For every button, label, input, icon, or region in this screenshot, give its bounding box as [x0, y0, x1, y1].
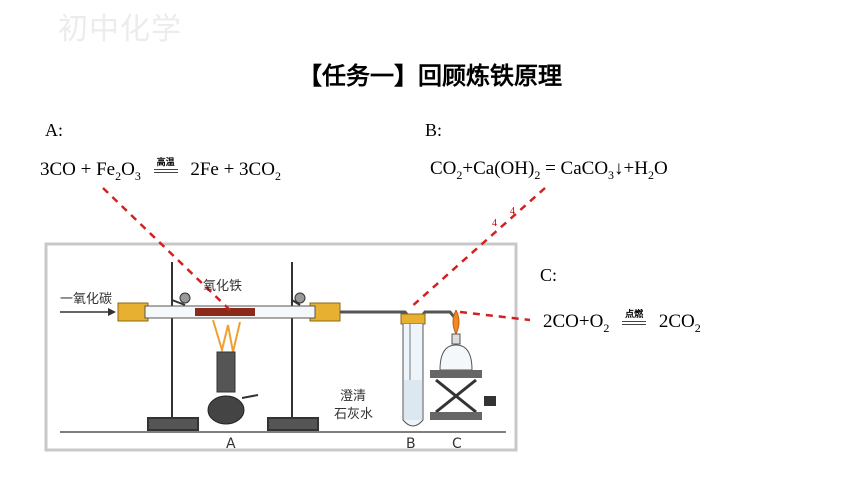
equation-b: CO2+Ca(OH)2 = CaCO3↓+H2O [430, 158, 668, 182]
condition-high-temp: 高温 [153, 158, 178, 173]
iron-oxide-powder [195, 308, 255, 316]
stopper-left [117, 302, 149, 322]
iron-oxide-label: 氧化铁 [203, 279, 242, 294]
page-title: 【任务一】回顾炼铁原理 [298, 62, 562, 90]
letter-a: A [226, 436, 236, 452]
leader-c [459, 310, 531, 322]
stand-middle [267, 262, 319, 431]
label-c: C: [540, 265, 558, 285]
condition-ignite: 点燃 [622, 310, 647, 325]
watermark: 初中化学 [58, 12, 182, 47]
stray-mark-1: 4 [492, 218, 497, 229]
lamp-c [430, 309, 496, 420]
burner-a [207, 319, 259, 425]
label-b: B: [425, 120, 443, 140]
lime-water-label-2: 石灰水 [334, 407, 373, 422]
stand-left [147, 262, 199, 431]
label-a: A: [45, 120, 63, 140]
leader-lines [102, 187, 546, 322]
letter-c: C [452, 436, 462, 452]
leader-a [102, 187, 233, 313]
equation-c: 2CO+O2 点燃 2CO2 [543, 310, 701, 335]
stray-mark-2: 4 [510, 206, 515, 217]
leader-b [409, 187, 546, 309]
arrow-head [108, 308, 116, 316]
gas-inlet-label: 一氧化碳 [60, 292, 112, 307]
lime-water-label-1: 澄清 [340, 389, 366, 404]
stopper-b [400, 313, 426, 325]
equation-a: 3CO + Fe2O3 高温 2Fe + 3CO2 [40, 158, 281, 183]
letter-b: B [406, 436, 416, 452]
